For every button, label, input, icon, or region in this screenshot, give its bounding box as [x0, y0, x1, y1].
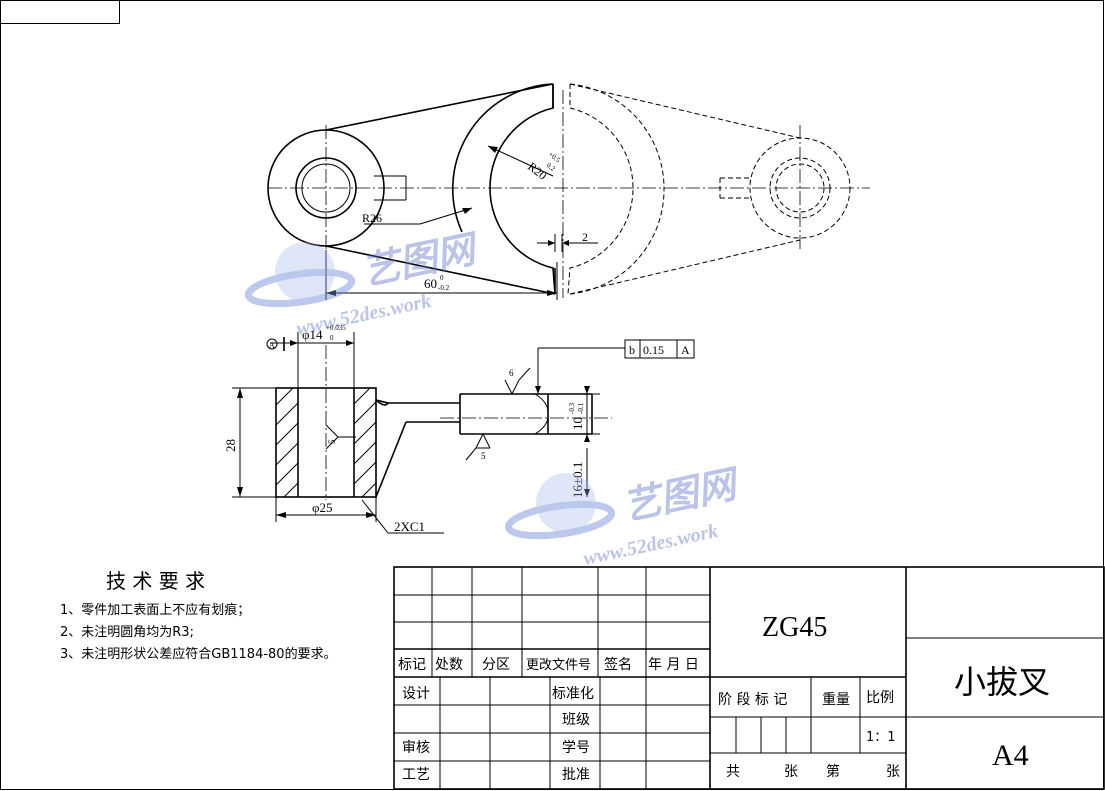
corner-tab — [0, 0, 120, 24]
label-standardization: 标准化 — [552, 686, 594, 702]
dim-60-label: 60 — [424, 276, 437, 291]
dim-60-tol-lower: -0.2 — [438, 284, 450, 292]
tolerance-value: 0.15 — [643, 343, 664, 357]
hatch-right — [353, 387, 377, 498]
dim-10-tol-upper: -0.3 — [568, 402, 576, 414]
watermark-lower: 艺图网 www.52des.work — [504, 461, 745, 570]
r26-label: R26 — [362, 211, 382, 225]
top-view: R20 +0.5 0.2 R26 2 60 0 -0.2 — [267, 83, 870, 300]
label-process: 工艺 — [402, 767, 430, 783]
watermark-brand: 艺图网 — [358, 226, 484, 294]
dim-16-label: 16±0.1 — [570, 462, 585, 498]
label-review: 审核 — [402, 740, 430, 756]
label-nth: 第 — [826, 763, 840, 780]
dim-60-tol-upper: 0 — [440, 274, 444, 282]
header-signature: 签名 — [604, 656, 632, 673]
label-sheet: 张 — [886, 764, 900, 780]
dim-28-label: 28 — [223, 439, 238, 452]
phi14-tol-upper: +0.035 — [326, 324, 346, 332]
header-change-doc: 更改文件号 — [526, 658, 591, 673]
tech-req-item: 3、未注明形状公差应符合GB1184-80的要求。 — [60, 646, 337, 662]
datum-a-symbol: A — [269, 341, 275, 350]
header-zone: 分区 — [482, 657, 510, 673]
label-sheets: 张 — [784, 764, 798, 780]
r20-label: R20 — [525, 159, 549, 182]
tech-req-item: 1、零件加工表面上不应有划痕； — [60, 602, 250, 618]
roughness-5-bottom: 5 — [481, 451, 486, 461]
r20-tolerance-lower: 0.2 — [545, 161, 557, 173]
paper-size: A4 — [992, 739, 1029, 772]
phi25-label: φ25 — [312, 500, 333, 515]
chamfer-label: 2XC1 — [394, 519, 425, 534]
roughness-6: 6 — [509, 368, 514, 378]
dim-2-label: 2 — [582, 230, 588, 244]
label-weight: 重量 — [822, 692, 850, 708]
watermark-url: www.52des.work — [581, 520, 720, 570]
label-class: 班级 — [562, 712, 590, 728]
part-name: 小拔叉 — [954, 663, 1050, 701]
label-student-id: 学号 — [562, 740, 590, 756]
material: ZG45 — [762, 612, 827, 643]
phi14-tol-lower: 0 — [330, 334, 334, 342]
technical-requirements: 技 术 要 求 1、零件加工表面上不应有划痕； 2、未注明圆角均为R3; 3、未… — [60, 569, 337, 662]
phi14-label: φ14 — [302, 327, 323, 342]
header-date: 年 月 日 — [648, 657, 699, 673]
tech-req-item: 2、未注明圆角均为R3; — [60, 625, 194, 640]
tolerance-datum: A — [681, 343, 690, 357]
label-design: 设计 — [402, 686, 430, 702]
dim-10-tol-lower: -0.1 — [577, 402, 585, 414]
scale-value: 1：1 — [866, 730, 896, 745]
tech-req-title: 技 术 要 求 — [106, 569, 205, 593]
watermark-upper: 艺图网 www.52des.work — [244, 226, 484, 340]
tolerance-symbol: b — [629, 343, 635, 357]
label-total: 共 — [726, 764, 740, 780]
hatch-left — [275, 387, 299, 498]
roughness-bore: 5 — [327, 439, 337, 444]
header-mark: 标记 — [398, 657, 426, 673]
label-approve: 批准 — [562, 767, 590, 783]
dim-10-label: 10 — [570, 417, 585, 430]
header-count: 处数 — [435, 657, 463, 673]
section-view: φ14 +0.035 0 A 28 φ25 2XC1 5 6 — [223, 324, 695, 534]
label-scale: 比例 — [866, 690, 894, 706]
label-stage-mark: 阶 段 标 记 — [718, 692, 787, 708]
watermark-brand: 艺图网 — [619, 461, 745, 529]
title-block: 标记 处数 分区 更改文件号 签名 年 月 日 设计 标准化 班级 审核 学号 … — [393, 566, 1105, 790]
